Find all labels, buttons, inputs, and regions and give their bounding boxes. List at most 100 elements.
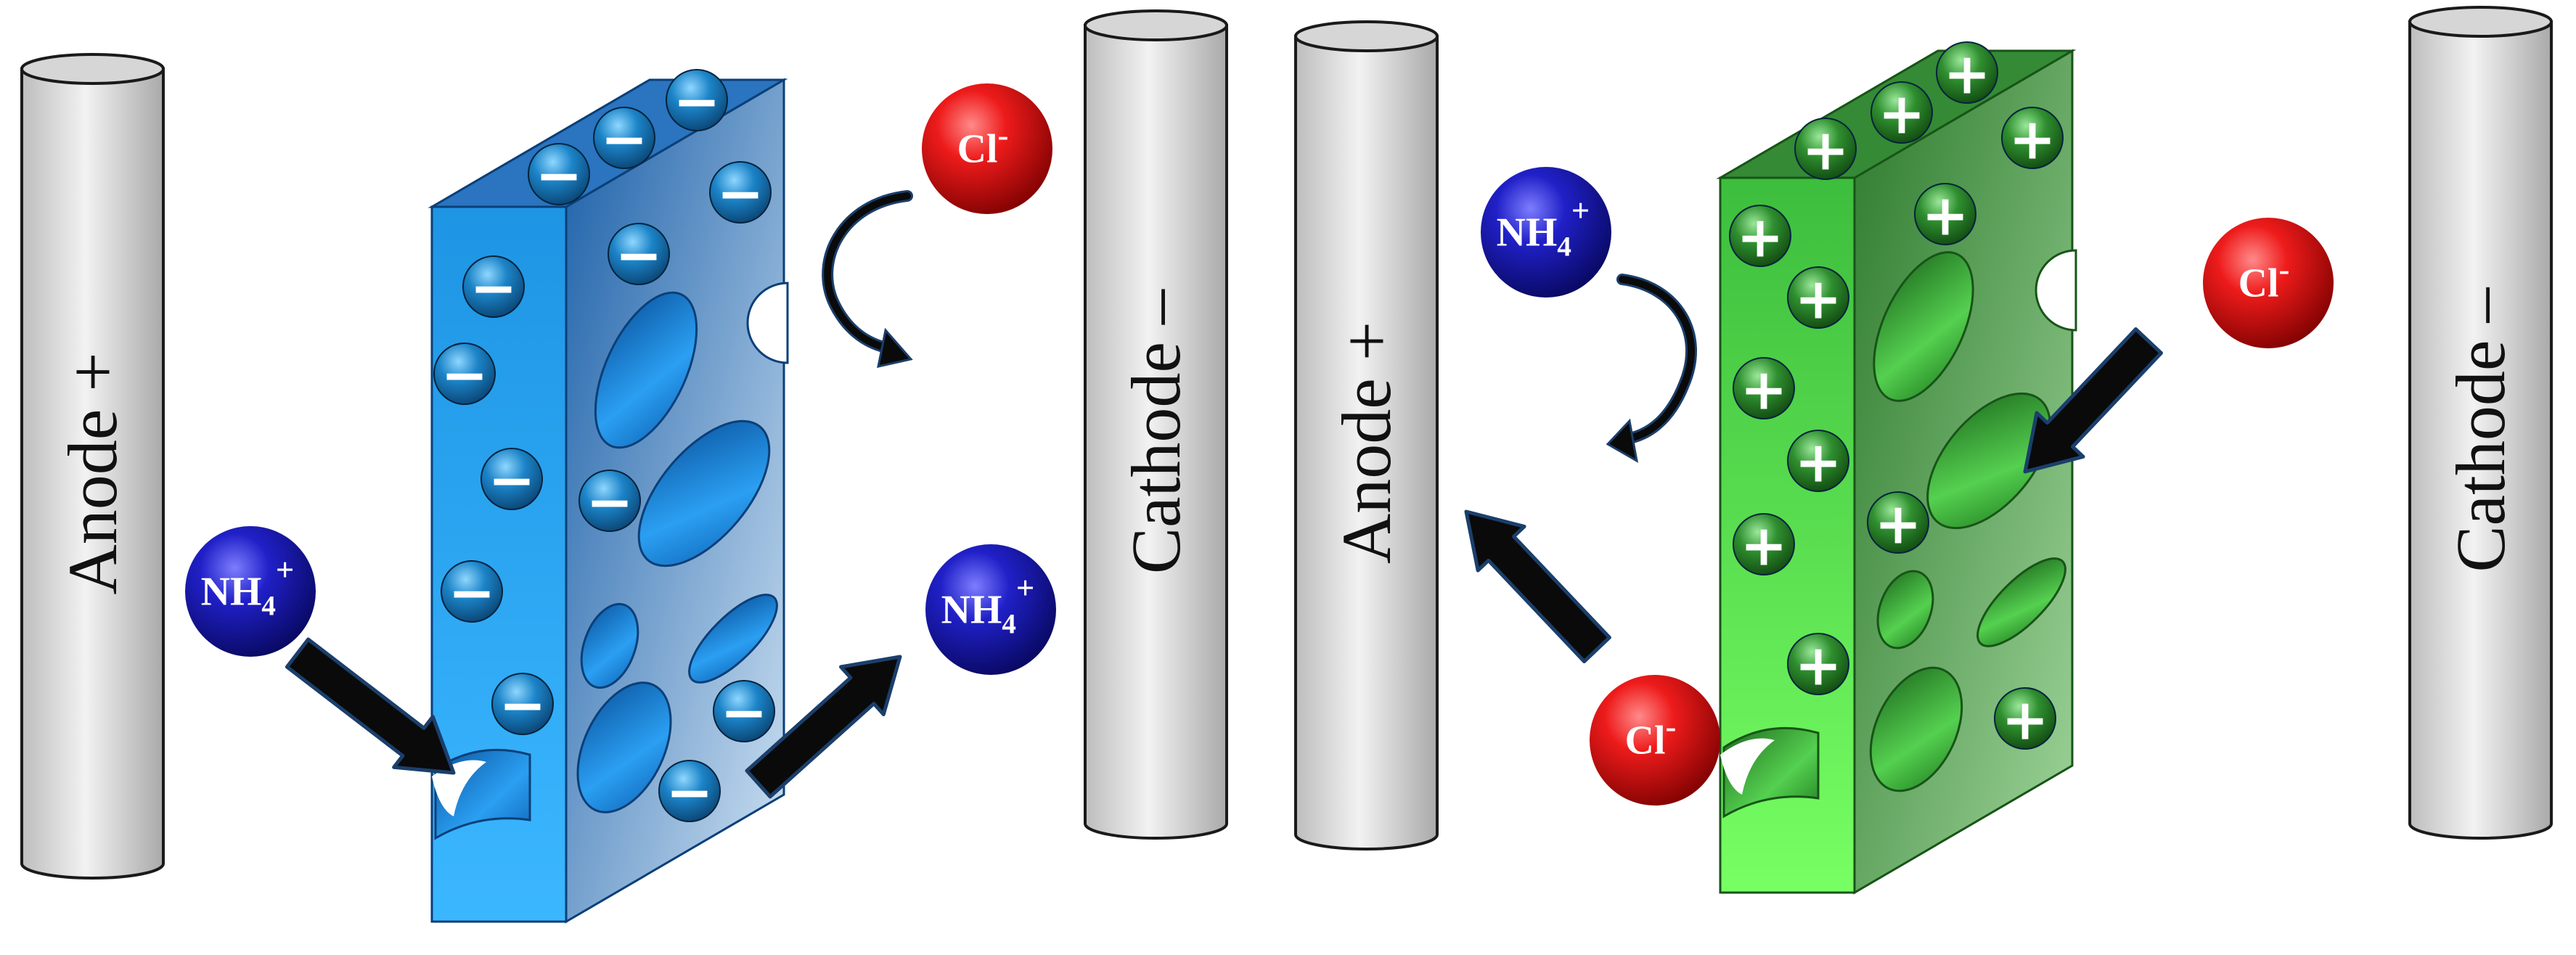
negative-fixed-charge: − — [462, 255, 525, 321]
ion-label: Cl- — [2238, 251, 2290, 306]
fixed-charge-sign: + — [1874, 491, 1921, 557]
fixed-charge-sign: − — [448, 560, 495, 626]
positive-fixed-charge: + — [1867, 491, 1929, 557]
electrode-body — [1294, 35, 1439, 851]
arrow-nh4-into-cation-membrane — [285, 637, 456, 775]
ion-sphere — [2203, 218, 2334, 348]
fixed-charge-sign: − — [666, 760, 713, 826]
ion-sphere — [922, 83, 1052, 214]
cl-ion-right-top: Cl- — [2203, 218, 2334, 348]
positive-fixed-charge: + — [1994, 687, 2056, 753]
membrane-pore — [594, 291, 698, 449]
fixed-charge-sphere — [462, 255, 525, 318]
fixed-charge-sphere — [2001, 107, 2064, 169]
fixed-charge-sign: + — [1794, 430, 1841, 496]
negative-fixed-charge: − — [528, 143, 590, 209]
ion-sphere — [1481, 167, 1611, 298]
fixed-charge-sphere — [481, 448, 543, 510]
electrode-2: Cathode – — [1084, 9, 1228, 840]
cl-ion-bottom-center: Cl- — [1590, 675, 1720, 806]
fixed-charge-sign: − — [499, 673, 546, 739]
negative-fixed-charge: − — [709, 161, 772, 227]
negative-fixed-charge: − — [666, 69, 728, 135]
fixed-charge-sphere — [1733, 357, 1795, 419]
negative-fixed-charge: − — [608, 223, 670, 289]
electrode-label: Anode + — [54, 352, 131, 594]
positive-fixed-charge: + — [1787, 633, 1849, 699]
negative-fixed-charge: − — [433, 343, 496, 409]
fixed-charge-sphere — [1729, 205, 1791, 267]
membrane-pore — [1976, 557, 2066, 647]
arrow-cl-into-anion-membrane — [2023, 327, 2163, 474]
ion-label: NH4+ — [1497, 192, 1590, 262]
fixed-charge-sign: − — [673, 69, 720, 135]
fixed-charge-sign: + — [2008, 107, 2056, 173]
positive-fixed-charge: + — [1870, 81, 1933, 147]
negative-fixed-charge: − — [578, 470, 641, 536]
positive-fixed-charge: + — [2001, 107, 2064, 173]
fixed-charge-sign: + — [1740, 357, 1787, 423]
fixed-charge-sphere — [441, 560, 503, 623]
ion-sphere — [925, 544, 1056, 675]
ion-sphere — [185, 526, 316, 657]
ion-label: Cl- — [1625, 708, 1677, 763]
fixed-charge-sphere — [1787, 633, 1849, 695]
membrane-pore — [1876, 570, 1934, 649]
ion-sphere — [1590, 675, 1720, 806]
negative-fixed-charge: − — [441, 560, 503, 626]
membrane-pore — [1869, 666, 1963, 792]
membrane-side-notch — [2035, 249, 2077, 332]
negative-fixed-charge: − — [658, 760, 721, 826]
fixed-charge-sphere — [666, 69, 728, 131]
nh4-ion-right-top: NH4+ — [1481, 167, 1611, 298]
fixed-charge-sphere — [1994, 687, 2056, 750]
fixed-charge-sphere — [1787, 430, 1849, 492]
electrode-body — [1084, 24, 1228, 840]
membrane-pore — [637, 419, 771, 567]
arrow-cl-toward-anode — [1464, 509, 1611, 664]
fixed-charge-sign: + — [1794, 266, 1841, 332]
membrane-pore — [1873, 251, 1974, 402]
negative-fixed-charge: − — [481, 448, 543, 514]
positive-fixed-charge: + — [1936, 41, 1998, 107]
fixed-charge-sign: + — [1921, 183, 1968, 249]
fixed-charge-sign: + — [1878, 81, 1925, 147]
fixed-charge-sphere — [1914, 183, 1976, 245]
fixed-charge-sphere — [709, 161, 772, 224]
electrode-label: Cathode – — [1117, 289, 1195, 574]
electrode-top — [2408, 6, 2553, 38]
electrode-label: Cathode – — [2442, 287, 2519, 573]
fixed-charge-sign: + — [1736, 205, 1783, 271]
fixed-charge-sphere — [1787, 266, 1849, 329]
cation-exchange-membrane: −−−−−−−−−−−−− — [428, 69, 789, 924]
fixed-charge-sign: − — [720, 680, 767, 746]
fixed-charge-sign: − — [470, 255, 517, 321]
positive-fixed-charge: + — [1733, 357, 1795, 423]
electrode-top — [1294, 20, 1439, 52]
fixed-charge-sphere — [1936, 41, 1998, 104]
fixed-charge-sphere — [528, 143, 590, 205]
fixed-charge-sphere — [578, 470, 641, 532]
fixed-charge-sign: − — [600, 107, 647, 173]
arrow-nh4-out-of-cation-membrane — [745, 655, 902, 799]
membrane-pore — [576, 681, 672, 813]
nh4-ion-left: NH4+ — [185, 526, 316, 657]
fixed-charge-sign: − — [441, 343, 488, 409]
fixed-charge-sign: + — [1943, 41, 1990, 107]
electrode-top — [1084, 9, 1228, 41]
membrane-side-notch — [746, 282, 789, 364]
fixed-charge-sphere — [593, 107, 655, 169]
membrane-pore — [688, 594, 778, 684]
ion-label: NH4+ — [941, 570, 1035, 639]
fixed-charge-sphere — [433, 343, 496, 405]
positive-fixed-charge: + — [1794, 118, 1857, 184]
fixed-charge-sign: − — [586, 470, 633, 536]
fixed-charge-sphere — [608, 223, 670, 285]
negative-fixed-charge: − — [491, 673, 554, 739]
electrode-body — [20, 67, 165, 880]
positive-fixed-charge: + — [1733, 513, 1795, 579]
fixed-charge-sign: + — [1794, 633, 1841, 699]
fixed-charge-sphere — [658, 760, 721, 822]
fixed-charge-sphere — [1733, 513, 1795, 575]
